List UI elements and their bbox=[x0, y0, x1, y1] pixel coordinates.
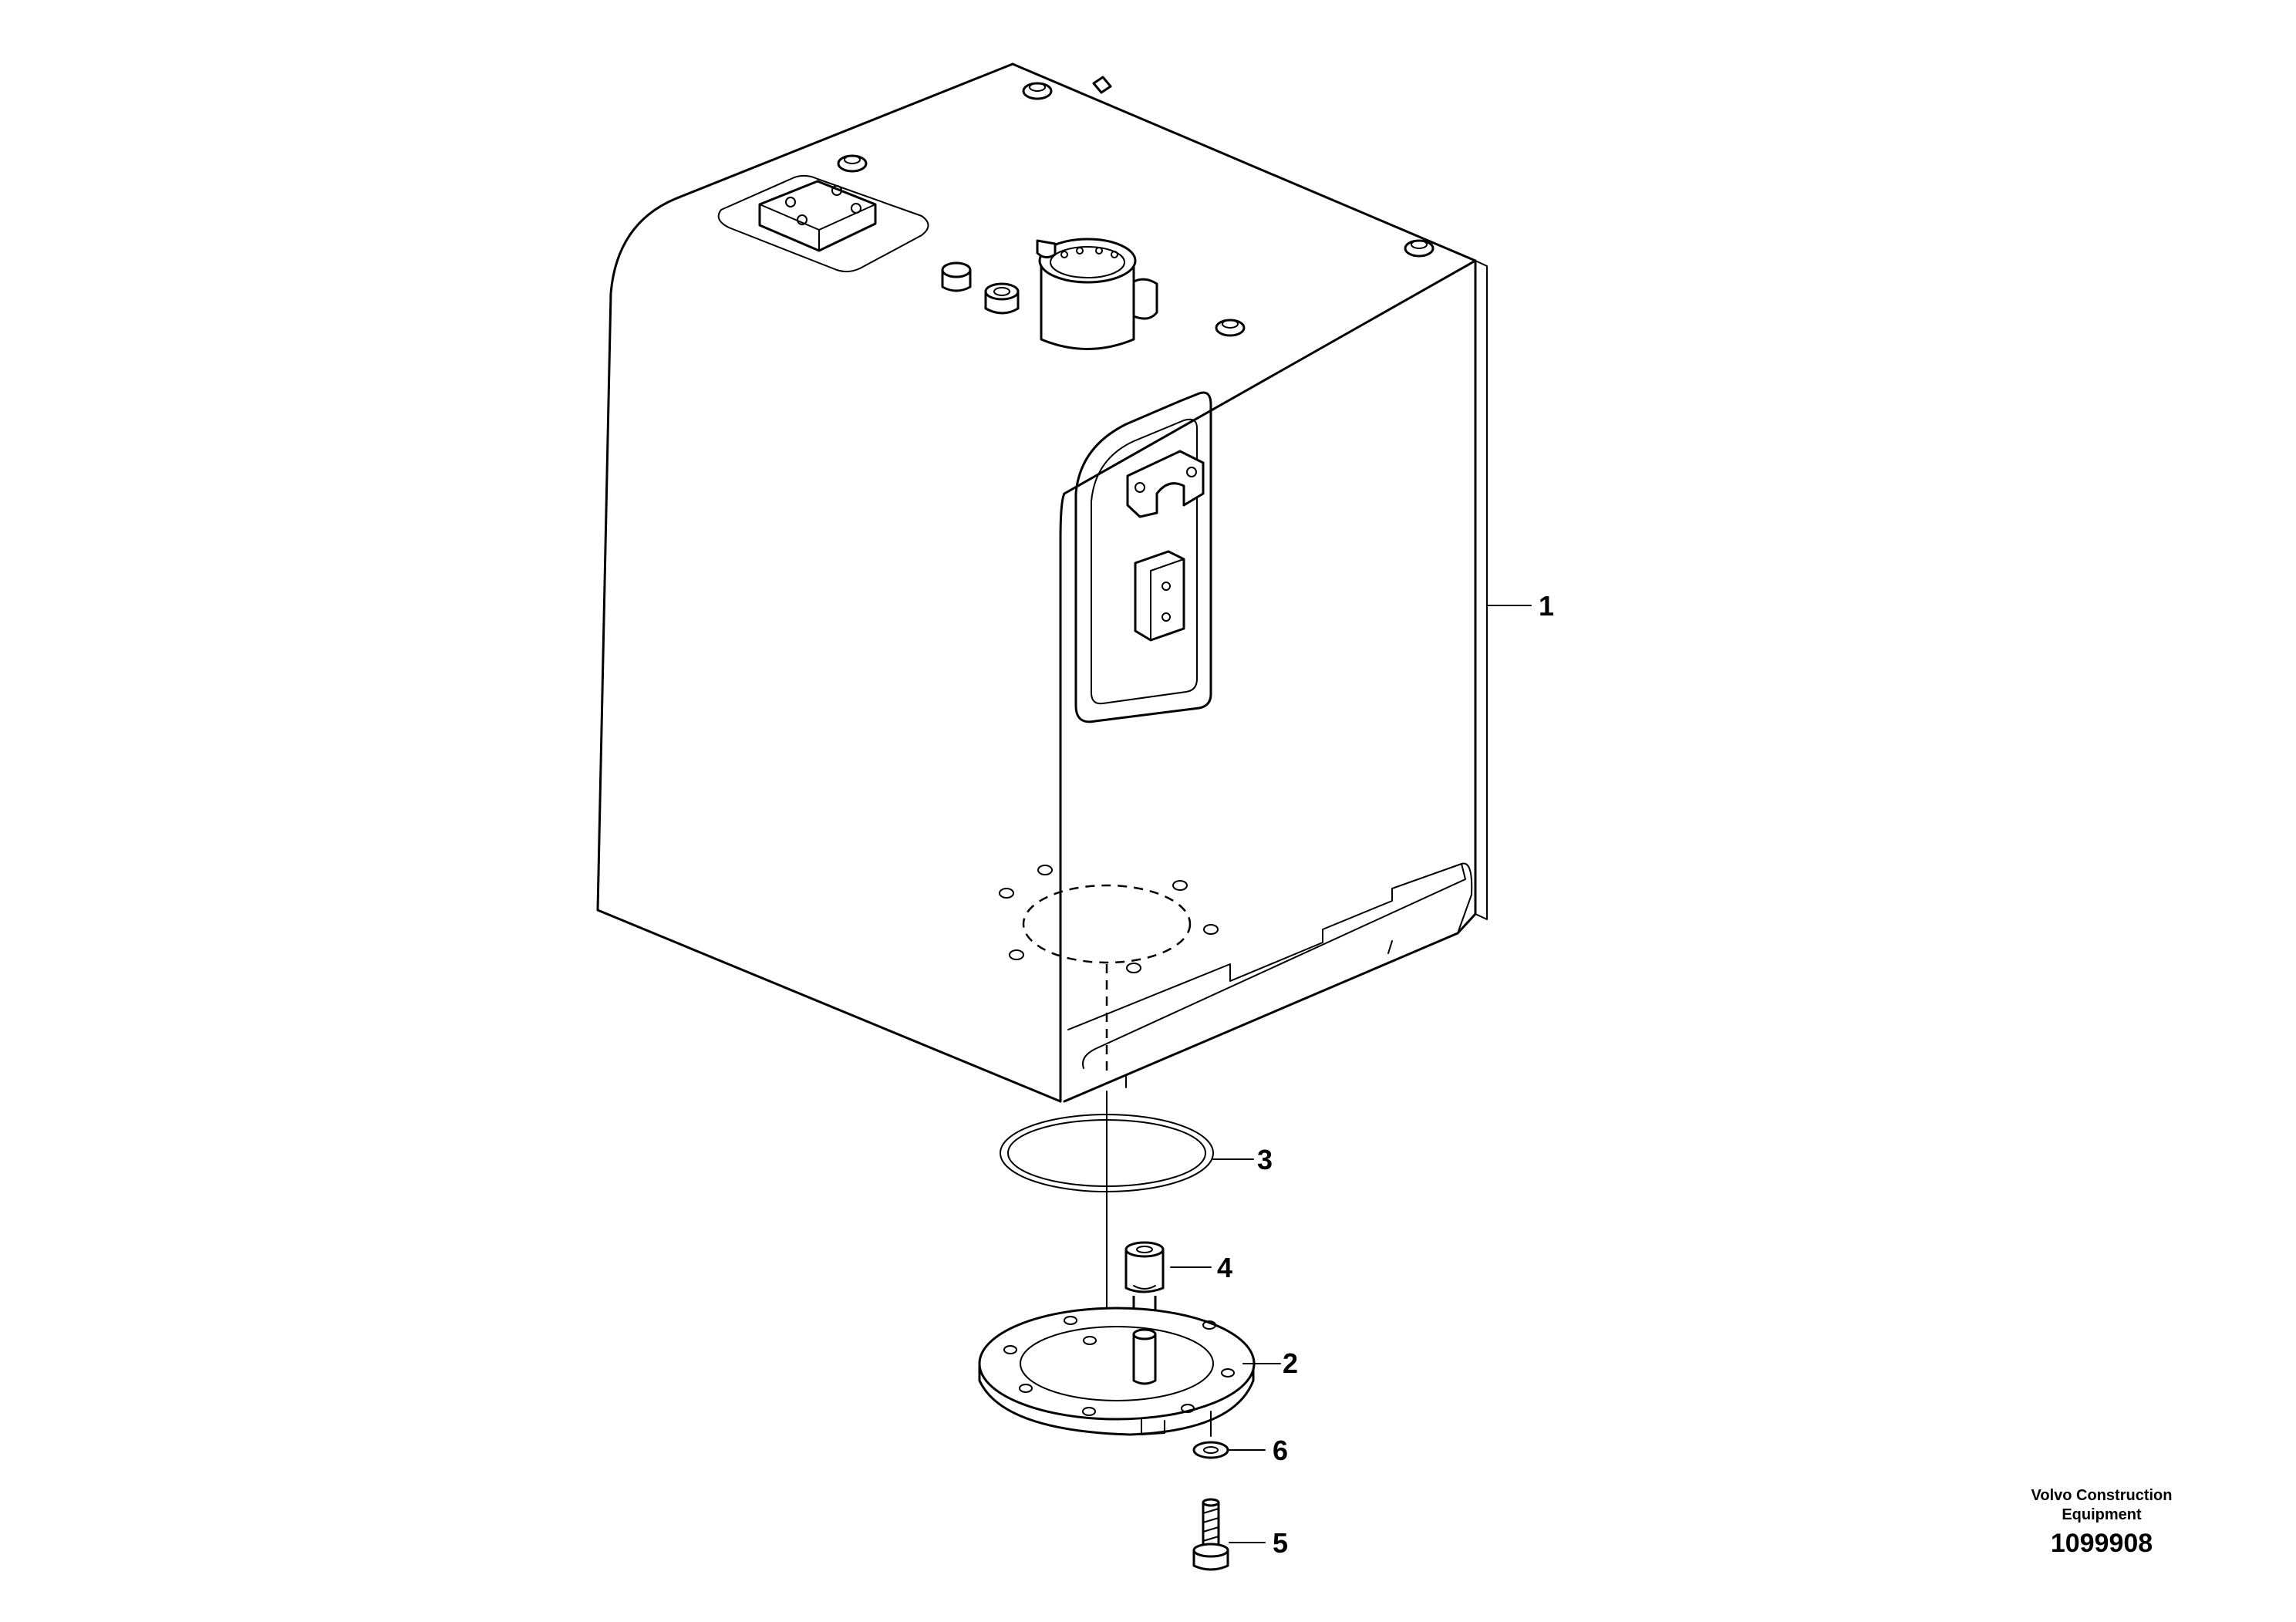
access-panel-inner bbox=[1091, 418, 1198, 705]
block-hole bbox=[1161, 582, 1171, 591]
tank-assembly bbox=[596, 62, 1488, 1103]
top-cover-plate bbox=[758, 180, 877, 252]
top-cover-plate-outer bbox=[717, 174, 929, 273]
plate-hole bbox=[785, 197, 796, 207]
access-panel-outer bbox=[1074, 391, 1212, 723]
sender-unit bbox=[1124, 1241, 1165, 1315]
block-edge bbox=[1150, 558, 1185, 641]
filler-neck bbox=[1036, 238, 1158, 350]
tank-bottom-feet bbox=[1125, 940, 1393, 1088]
leader-lines bbox=[1170, 605, 1532, 1543]
block-hole bbox=[1161, 612, 1171, 622]
bracket-hole bbox=[1186, 467, 1197, 477]
filler-bolt bbox=[1060, 251, 1068, 258]
brand-line-2: Equipment bbox=[2062, 1506, 2142, 1523]
bolt bbox=[1192, 1498, 1229, 1571]
tank-right-flange bbox=[1475, 260, 1488, 920]
washer bbox=[1192, 1441, 1229, 1459]
filler-lug bbox=[1036, 239, 1057, 258]
flange-opening-hidden bbox=[1022, 884, 1192, 964]
tank-right-face bbox=[1063, 259, 1477, 1103]
filler-bolt bbox=[1111, 251, 1118, 258]
access-panel-upper-bracket bbox=[1126, 450, 1205, 518]
plate-hole bbox=[797, 214, 807, 225]
cover-bolt-holes bbox=[1003, 1316, 1235, 1416]
callout-2: 2 bbox=[1283, 1347, 1298, 1379]
bracket-hole bbox=[1135, 482, 1145, 493]
brand-line-1: Volvo Construction bbox=[2031, 1487, 2173, 1504]
callout-1: 1 bbox=[1539, 590, 1554, 622]
flange-cover bbox=[978, 1307, 1256, 1436]
filler-bolt bbox=[1076, 247, 1084, 255]
callout-5: 5 bbox=[1273, 1527, 1288, 1559]
callout-4: 4 bbox=[1217, 1252, 1232, 1283]
filler-bolt bbox=[1095, 247, 1103, 255]
top-bosses bbox=[837, 76, 1435, 337]
flange-bolt-holes bbox=[999, 865, 1219, 973]
filler-neck-bore bbox=[1050, 246, 1125, 278]
tank-front-corner bbox=[1059, 492, 1066, 1103]
tank-bottom-rail bbox=[1067, 863, 1466, 1069]
tank-left-face bbox=[596, 62, 1062, 1103]
callout-3: 3 bbox=[1257, 1144, 1273, 1175]
o-ring bbox=[1000, 1114, 1214, 1192]
callout-6: 6 bbox=[1273, 1435, 1288, 1466]
filler-neck-body bbox=[1040, 261, 1135, 350]
drawing-number: 1099908 bbox=[2051, 1529, 2153, 1558]
tank-bottom-rail-end bbox=[1457, 862, 1473, 934]
access-panel-lower-block bbox=[1134, 550, 1185, 642]
plate-hole bbox=[851, 203, 861, 214]
filler-lug bbox=[1132, 278, 1158, 320]
plate-hole bbox=[831, 185, 842, 196]
